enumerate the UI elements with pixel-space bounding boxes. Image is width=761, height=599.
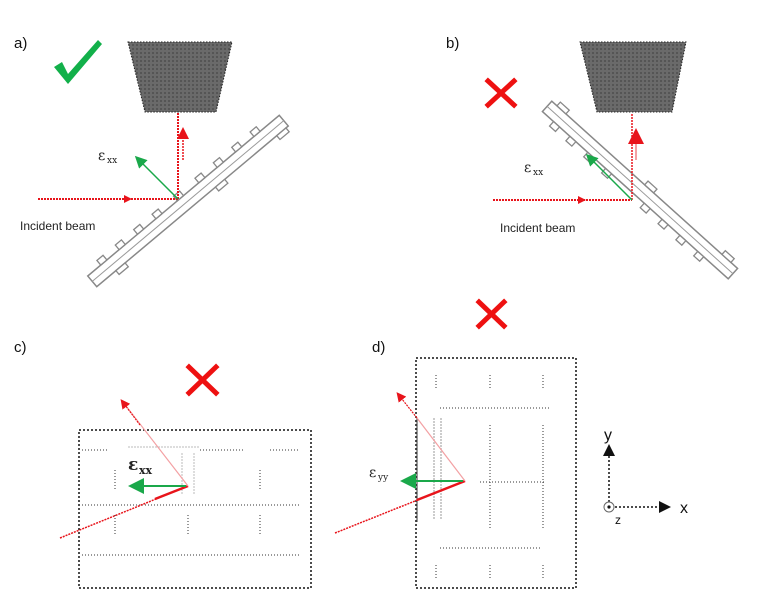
cross-icon [484,77,518,109]
y-axis-label: y [604,427,612,444]
panel-a: a) [14,35,291,288]
z-axis-dot [607,505,611,509]
panel-b: b) [446,35,739,330]
sample-plate [415,357,577,589]
cross-icon [475,298,508,330]
incident-beam-arrow-icon [154,484,189,501]
x-axis-label: x [680,500,688,517]
z-axis-label: z [615,513,621,527]
sample-plate [78,429,312,589]
incident-beam-arrow-icon [578,196,586,204]
cross-icon [185,363,220,397]
panel-c-label: c) [14,339,27,356]
sample-pattern [82,449,300,556]
strain-subscript-b: xx [533,168,543,178]
sample-bar [541,100,739,280]
diffracted-beam [416,417,466,482]
panel-a-label: a) [14,35,27,52]
check-icon [54,40,102,84]
incident-beam-arrow-icon [416,479,466,502]
strain-subscript-c: xx [139,464,153,477]
strain-symbol-c: ε [128,455,138,475]
incident-beam [334,480,466,534]
diffracted-beam-arrow-icon [120,399,141,426]
incident-beam-arrow-icon [124,195,132,203]
panel-c: c) ε [14,339,312,589]
strain-vector [585,153,633,201]
strain-symbol-b: ε [524,160,531,176]
sample-pattern [435,375,550,580]
strain-region [433,418,442,520]
panel-d-label: d) [372,339,385,356]
diffracted-beam-arrow-icon [396,392,418,419]
strain-symbol-a: ε [98,148,105,164]
coordinate-axes: y x z [603,427,688,527]
sample-bar [86,114,291,288]
strain-vector [134,155,179,200]
strain-symbol-d: ε [369,465,376,481]
panel-b-label: b) [446,35,459,52]
detector [127,41,233,113]
strain-subscript-a: xx [107,156,117,166]
strain-subscript-d: yy [377,473,389,483]
detector [579,41,687,113]
panel-d: d) ε yy [334,339,577,589]
beam-caption-a: Incident beam [20,219,95,233]
beam-caption-b: Incident beam [500,221,575,235]
